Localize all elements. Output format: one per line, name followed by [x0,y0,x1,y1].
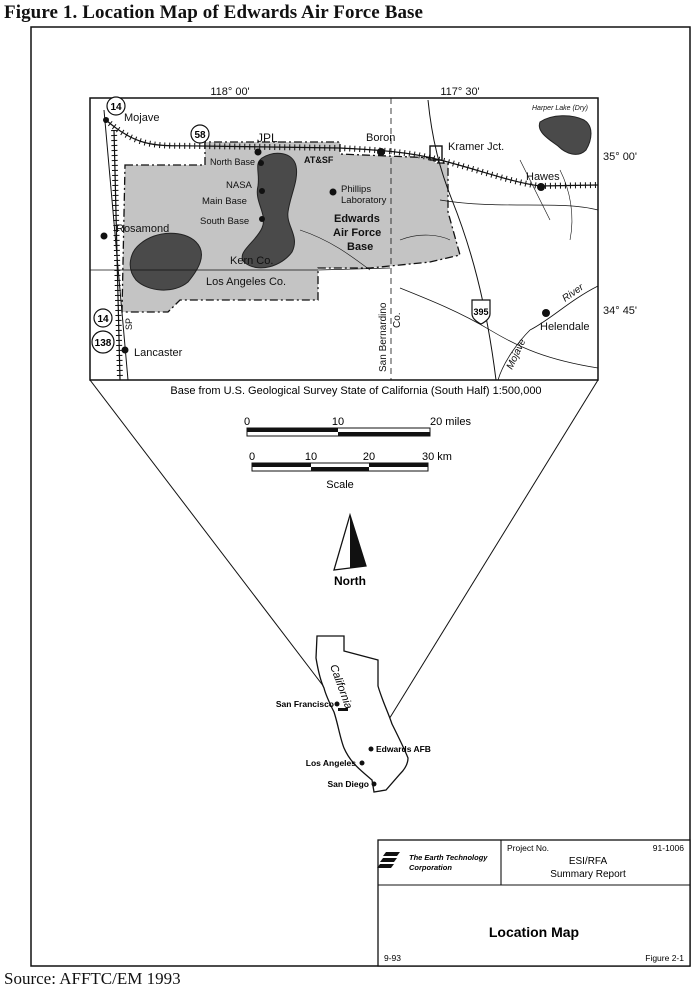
label-san-francisco: San Francisco [276,699,334,709]
label-north-base: North Base [210,157,255,167]
label-main-base: Main Base [202,196,247,207]
scale-mi-tick-0: 0 [244,416,250,428]
harper-lake [538,115,592,155]
figure-frame [30,26,691,967]
label-south-base: South Base [200,216,249,227]
mojave-dot [103,117,109,123]
label-edwards-2: Air Force [333,227,381,239]
label-helendale: Helendale [540,321,590,333]
label-kern-co: Kern Co. [230,255,273,267]
scale-km-tick-30: 30 km [422,451,452,463]
california-locator-map: California San Francisco Edwards AFB Los… [276,635,431,793]
boron-dot [377,148,385,156]
lon-label-118: 118° 00' [210,86,249,98]
hawes-dot [537,183,545,191]
company-name-line1: The Earth Technology [409,853,488,862]
scale-bar: 0 10 20 miles 0 10 20 30 km Scale [244,416,472,491]
label-los-angeles-co: Los Angeles Co. [206,276,286,288]
scale-mi-tick-10: 10 [332,416,344,428]
route-shield-58: 58 [190,124,210,144]
label-san-bernardino: San Bernardino [378,302,389,372]
figure-title: Figure 1. Location Map of Edwards Air Fo… [4,2,424,23]
svg-text:395: 395 [473,307,488,317]
rosamond-dot [100,232,108,240]
project-no-label: Project No. [507,843,549,853]
scale-km-tick-10: 10 [305,451,317,463]
label-phillips: Phillips [341,184,371,195]
label-jpl: JPL [257,131,278,145]
label-laboratory: Laboratory [341,195,387,206]
inset-map: 14 58 14 138 395 [89,86,637,381]
label-edwards-afb: Edwards AFB [376,744,431,754]
label-edwards-1: Edwards [334,213,380,225]
project-no: 91-1006 [653,843,684,853]
label-sp: SP [124,318,134,330]
route-shield-138: 138 [91,330,115,354]
earth-technology-logo-icon [377,852,400,868]
projection-line-right [369,379,599,751]
svg-text:14: 14 [97,314,109,325]
lat-label-34-45: 34° 45' [603,305,637,317]
figure-number: Figure 2-1 [645,953,684,963]
title-block: The Earth Technology Corporation Project… [377,839,691,967]
svg-text:14: 14 [110,102,122,113]
label-los-angeles: Los Angeles [306,758,356,768]
north-base-dot [258,160,264,166]
lon-label-117-30: 117° 30' [440,86,479,98]
location-map-title: Location Map [489,924,579,940]
dot-los-angeles [359,760,365,766]
date-label: 9-93 [384,953,401,963]
scale-km-tick-0: 0 [249,451,255,463]
scale-label: Scale [326,479,354,491]
report-line2: Summary Report [550,869,626,880]
town-dots [100,117,550,354]
railroad-atsf [104,117,599,190]
scale-mi-tick-20: 20 miles [430,416,471,428]
dot-san-francisco [334,701,340,707]
route-shield-14-north: 14 [106,96,126,116]
scale-km-tick-20: 20 [363,451,375,463]
railroad-sp [111,129,123,381]
california-outline [315,635,409,793]
lat-label-35: 35° 00' [603,151,637,163]
label-edwards-3: Base [347,241,373,253]
company-name-line2: Corporation [409,863,452,872]
main-base-dot [259,188,265,194]
base-credit: Base from U.S. Geological Survey State o… [170,385,541,397]
label-san-bernardino-co: Co. [392,312,403,328]
dot-edwards-afb [368,746,374,752]
route-shield-14-south: 14 [93,308,113,328]
label-hawes: Hawes [526,171,560,183]
label-boron: Boron [366,132,395,144]
label-nasa: NASA [226,180,253,191]
report-line1: ESI/RFA [569,856,608,867]
label-mojave: Mojave [124,112,159,124]
label-lancaster: Lancaster [134,347,183,359]
north-label: North [334,574,366,588]
label-san-diego: San Diego [327,779,369,789]
svg-text:58: 58 [194,130,206,141]
jpl-dot [254,148,262,156]
dot-san-diego [371,781,377,787]
label-harper-lake: Harper Lake (Dry) [532,105,588,112]
label-kramer-jct: Kramer Jct. [448,141,504,153]
kramer-jct-marker [429,145,443,161]
rogers-dry-lake [241,152,298,269]
route-shield-395: 395 [471,299,491,325]
lancaster-dot [121,346,129,354]
south-base-dot [259,216,265,222]
projection-line-left [89,379,338,705]
svg-text:138: 138 [95,338,112,349]
phillips-dot [329,188,337,196]
mojave-river [529,285,599,331]
label-atsf: AT&SF [304,155,334,165]
north-arrow-icon: North [333,512,367,588]
source-note: Source: AFFTC/EM 1993 [4,969,181,988]
label-rosamond: Rosamond [116,223,169,235]
helendale-dot [542,309,550,317]
